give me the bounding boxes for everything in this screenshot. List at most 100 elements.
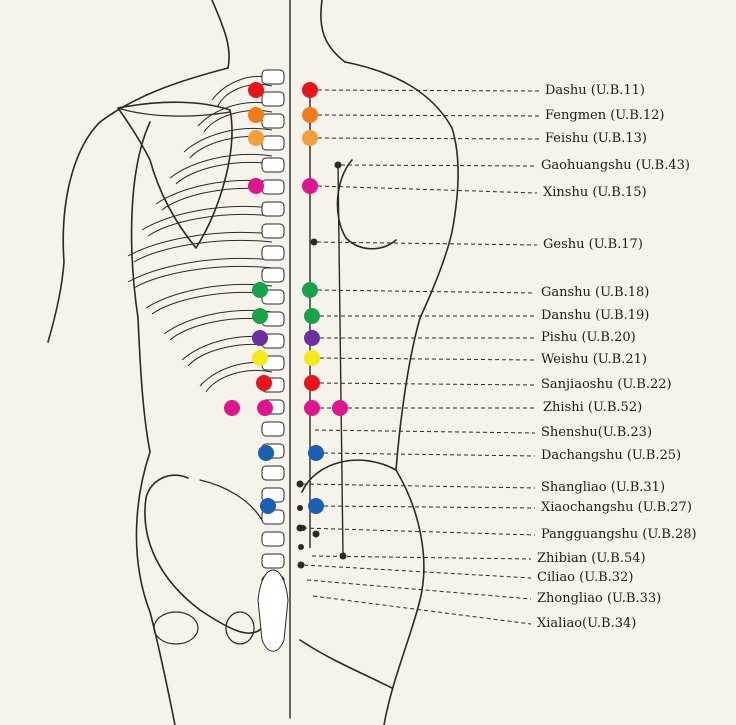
leader-line (319, 357, 536, 361)
acupoint-dot (304, 308, 320, 324)
vertebra (261, 201, 285, 217)
acupoint-label: Gaohuangshu (U.B.43) (541, 158, 690, 173)
buttock-line (299, 639, 393, 689)
acupoint-dot (308, 445, 324, 461)
rib (183, 127, 273, 153)
leader-line (314, 429, 536, 434)
leader-line (306, 579, 532, 600)
acupoint-marker (297, 561, 305, 569)
acupoint-dot (252, 330, 268, 346)
acupoint-marker (297, 505, 303, 511)
leader-line (317, 137, 540, 140)
acupoint-marker (339, 552, 347, 560)
acupoint-dot (256, 375, 272, 391)
leader-line (319, 382, 536, 386)
pelvis-wing (199, 479, 263, 521)
leader-line (303, 564, 532, 579)
femoral-head (225, 611, 255, 645)
left-shoulder-outline (47, 67, 229, 343)
acupoint-dot (332, 400, 348, 416)
leader-line (312, 595, 532, 625)
acupoint-label: Xiaochangshu (U.B.27) (541, 500, 692, 515)
vertebra (261, 91, 285, 107)
acupoint-dot (248, 130, 264, 146)
left-torso-outline (130, 121, 151, 453)
acupoint-dot (257, 400, 273, 416)
rib (205, 369, 273, 393)
acupoint-dot (260, 498, 276, 514)
leader-line (316, 241, 538, 246)
right-waist-outline (301, 459, 397, 493)
vertebra (261, 245, 285, 261)
acupoint-label: Ganshu (U.B.18) (541, 285, 650, 300)
rib (127, 257, 273, 283)
vertebra (261, 135, 285, 151)
right-hip-outline (383, 469, 425, 725)
acupoint-label: Xialiao(U.B.34) (537, 616, 637, 631)
vertebra (261, 223, 285, 239)
rib (127, 231, 273, 257)
acupoint-dot (304, 350, 320, 366)
acupoint-dot (302, 282, 318, 298)
acupoint-dot (302, 82, 318, 98)
acupoint-label: Shangliao (U.B.31) (541, 480, 666, 495)
outer-meridian-line (337, 164, 344, 557)
rib (217, 83, 273, 107)
leader-line (317, 289, 536, 294)
right-back-outline (395, 317, 421, 471)
acupoint-dot (248, 82, 264, 98)
acupoint-label: Dachangshu (U.B.25) (541, 448, 682, 463)
acupoint-label: Zhishi (U.B.52) (543, 400, 643, 415)
acupoint-dot (304, 375, 320, 391)
vertebra (261, 421, 285, 437)
right-scapula-outline (336, 159, 397, 250)
hip-joint (153, 611, 199, 645)
sacrum (257, 569, 289, 652)
acupoint-label: Zhongliao (U.B.33) (537, 591, 662, 606)
acupoint-label: Zhibian (U.B.54) (537, 551, 646, 566)
acupoint-label: Fengmen (U.B.12) (545, 108, 665, 123)
vertebra (261, 113, 285, 129)
acupoint-dot (308, 498, 324, 514)
acupoint-dot (224, 400, 240, 416)
acupoint-label: Pangguangshu (U.B.28) (541, 527, 697, 542)
acupoint-label: Danshu (U.B.19) (541, 308, 650, 323)
acupoint-dot (304, 400, 320, 416)
vertebra (261, 69, 285, 85)
acupoint-label: Weishu (U.B.21) (541, 352, 647, 367)
acupoint-label: Pishu (U.B.20) (541, 330, 636, 345)
acupoint-dot (248, 107, 264, 123)
acupoint-dot (302, 178, 318, 194)
rib (133, 239, 273, 263)
leader-line (317, 114, 540, 117)
acupoint-marker (296, 480, 304, 488)
acupoint-dot (252, 282, 268, 298)
vertebra (261, 157, 285, 173)
acupoint-marker (298, 544, 304, 550)
acupoint-dot (248, 178, 264, 194)
vertebra (261, 179, 285, 195)
left-scapula-outline (117, 101, 233, 249)
rib (147, 213, 273, 237)
vertebra (261, 553, 285, 569)
acupoint-dot (252, 350, 268, 366)
leader-line (302, 527, 536, 536)
right-shoulder-outline (344, 61, 459, 319)
rib (133, 265, 273, 289)
acupoint-marker (334, 161, 342, 169)
acupoint-label: Dashu (U.B.11) (545, 83, 645, 98)
acupoint-label: Feishu (U.B.13) (545, 131, 647, 146)
leader-line (340, 164, 536, 167)
rib (169, 153, 273, 179)
rib (141, 205, 273, 231)
acupoint-dot (252, 308, 268, 324)
neck-left-outline (211, 0, 230, 69)
leader-line (323, 452, 536, 457)
acupoint-label: Geshu (U.B.17) (543, 237, 643, 252)
leader-line (317, 185, 538, 194)
acupoint-dot (258, 445, 274, 461)
leader-line (302, 483, 536, 489)
leader-line (323, 505, 536, 509)
acupoint-marker (312, 530, 320, 538)
